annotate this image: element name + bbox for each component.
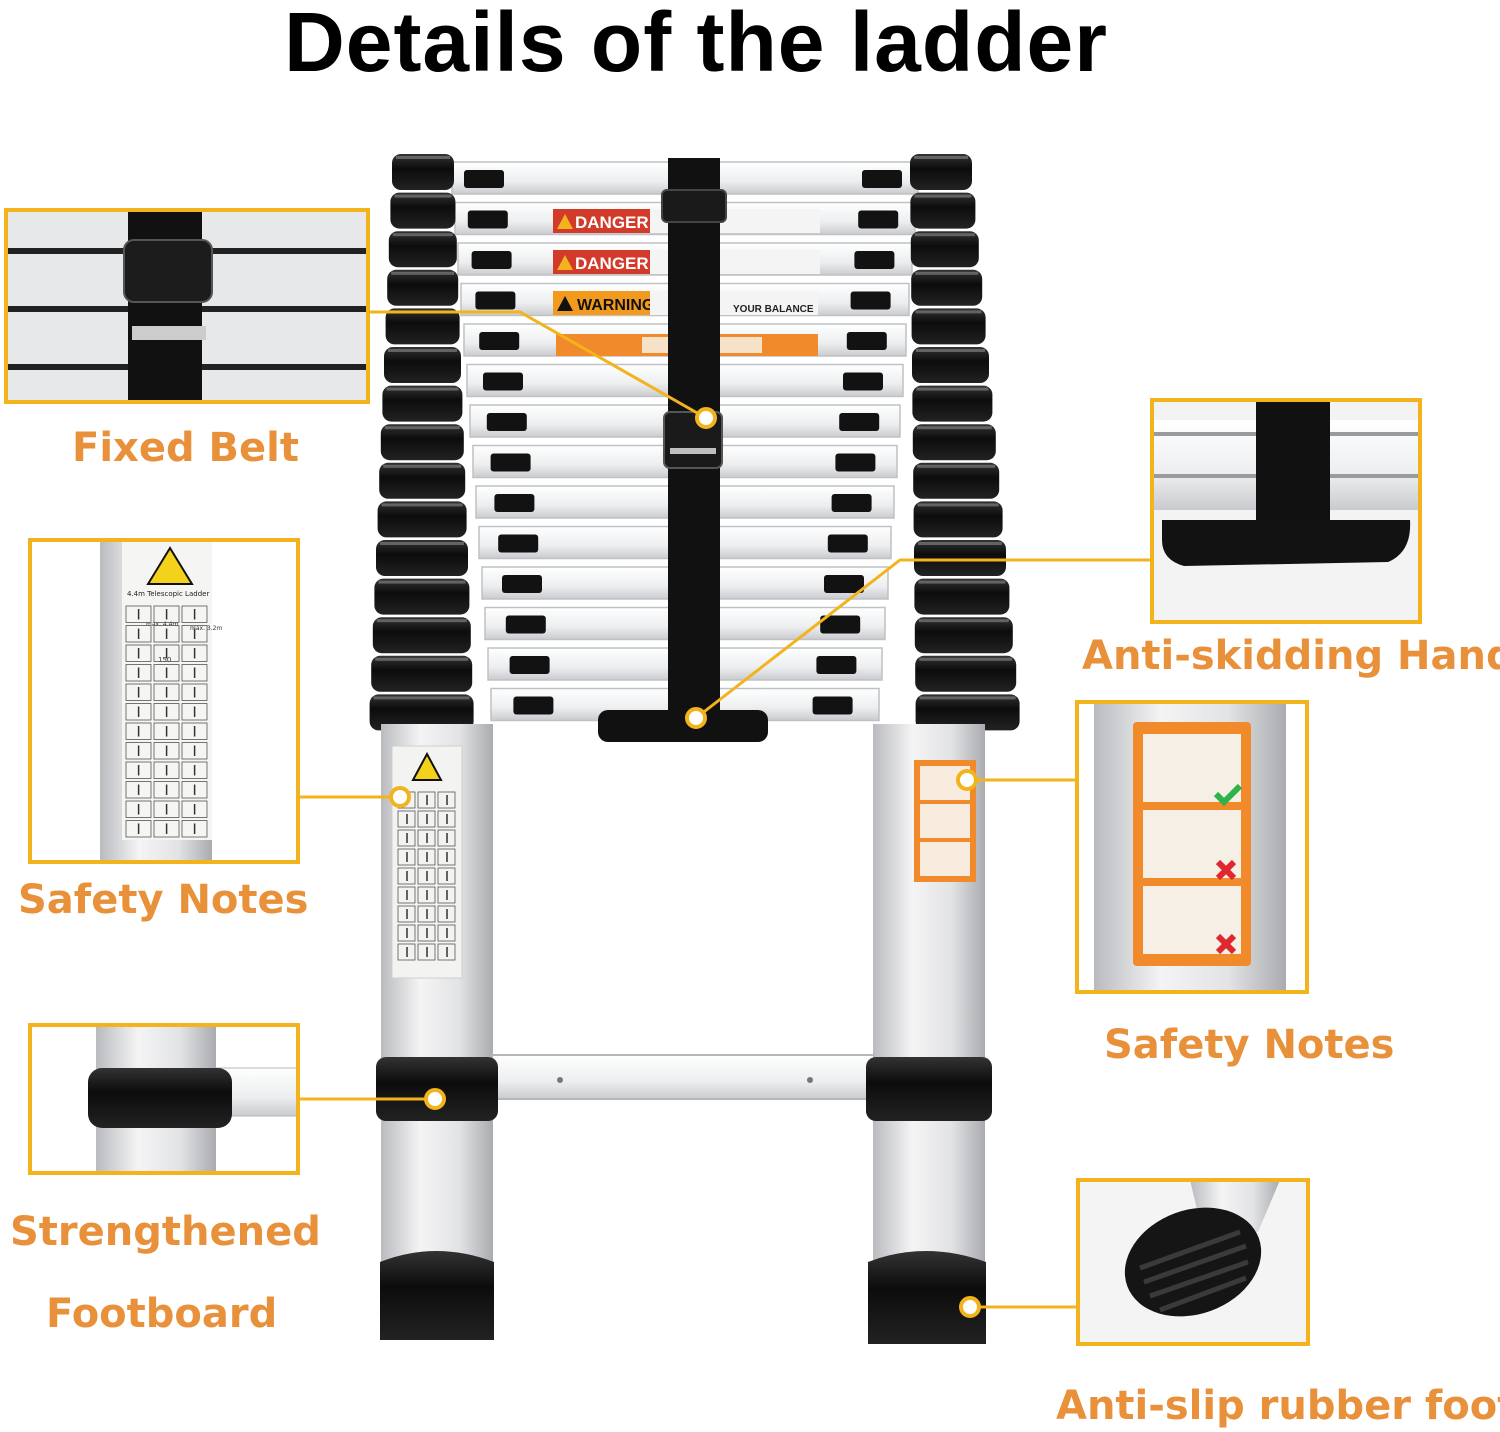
check-icon xyxy=(1213,783,1243,807)
stile-joint-left xyxy=(376,540,468,576)
stile-joint-right xyxy=(911,269,983,306)
stile-joint-right xyxy=(913,462,1000,499)
label-footboard: Footboard xyxy=(46,1291,278,1337)
rubber-foot-left xyxy=(380,1251,494,1340)
sticker-max-2: max. 3.2m xyxy=(190,625,222,632)
stile-joint-left xyxy=(382,385,463,422)
label-fixed-belt: Fixed Belt xyxy=(72,425,299,471)
stile-joint-left xyxy=(377,501,467,538)
detail-safety-notes-right xyxy=(1075,700,1309,994)
danger-sticker-1: DANGER xyxy=(575,213,649,232)
caution-triangle-icon xyxy=(146,546,194,585)
stile-joint-right xyxy=(910,192,976,229)
stile-joint-left xyxy=(371,655,473,692)
detail-fixed-belt xyxy=(4,208,370,404)
stile-joint-left xyxy=(369,694,474,731)
stile-joint-left xyxy=(385,308,460,345)
cross-icon xyxy=(1215,859,1237,881)
warning-triangle-icon xyxy=(557,255,573,270)
sticker-load: 150 xyxy=(158,656,171,664)
stile-joint-right xyxy=(913,501,1003,538)
stile-joint-left xyxy=(392,154,454,190)
stile-joint-right xyxy=(915,694,1020,731)
stile-joint-right xyxy=(912,385,993,422)
caution-triangle-icon xyxy=(411,751,443,781)
ladder-legs xyxy=(376,724,992,1344)
stile-joint-left xyxy=(374,578,470,615)
stile-joint-left xyxy=(388,231,457,268)
cross-icon xyxy=(1215,933,1237,955)
stile-joint-left xyxy=(380,424,464,461)
footboard-collar-right xyxy=(866,1057,992,1121)
stile-joint-left xyxy=(390,192,456,229)
danger-sticker-2: DANGER xyxy=(575,254,649,273)
stile-joint-right xyxy=(912,347,989,383)
page-title: Details of the ladder xyxy=(284,0,1108,89)
detail-rubber-foot xyxy=(1076,1178,1310,1346)
label-safety-notes-left: Safety Notes xyxy=(18,877,309,923)
callout-dots xyxy=(389,407,981,1318)
detail-safety-notes-left: 4.4m Telescopic Ladder max. 4.4m max. 3.… xyxy=(28,538,300,864)
detail-anti-skid-handle xyxy=(1150,398,1422,624)
anti-skid-handle xyxy=(598,710,768,742)
ladder-stiles xyxy=(369,154,1020,731)
rubber-foot-right xyxy=(868,1251,986,1344)
stile-joint-right xyxy=(914,578,1010,615)
stile-joint-left xyxy=(379,462,466,499)
stile-joint-right xyxy=(915,655,1017,692)
label-strengthened: Strengthened xyxy=(10,1209,321,1255)
label-anti-skidding-handle: Anti-skidding Handle xyxy=(1082,633,1500,679)
warning-sticker: WARNING xyxy=(577,297,654,314)
stile-joint-right xyxy=(910,154,972,190)
sticker-title: 4.4m Telescopic Ladder xyxy=(127,590,209,598)
stile-joint-left xyxy=(372,617,471,654)
fixed-belt-strap xyxy=(661,158,727,718)
stile-joint-left xyxy=(384,347,461,383)
label-anti-slip-rubber-foot: Anti-slip rubber foot xyxy=(1056,1383,1500,1429)
stile-joint-right xyxy=(910,231,979,268)
label-safety-notes-right: Safety Notes xyxy=(1104,1022,1395,1068)
warning-triangle-icon xyxy=(557,296,573,311)
balance-text: YOUR BALANCE xyxy=(733,304,814,315)
stile-joint-right xyxy=(911,308,986,345)
stile-joint-right xyxy=(914,617,1013,654)
stile-joint-right xyxy=(914,540,1006,576)
detail-footboard xyxy=(28,1023,300,1175)
stile-joint-left xyxy=(387,269,459,306)
callout-lines xyxy=(298,310,1150,1309)
warning-triangle-icon xyxy=(557,214,573,229)
stile-joint-right xyxy=(912,424,996,461)
sticker-max-1: max. 4.4m xyxy=(146,621,178,628)
